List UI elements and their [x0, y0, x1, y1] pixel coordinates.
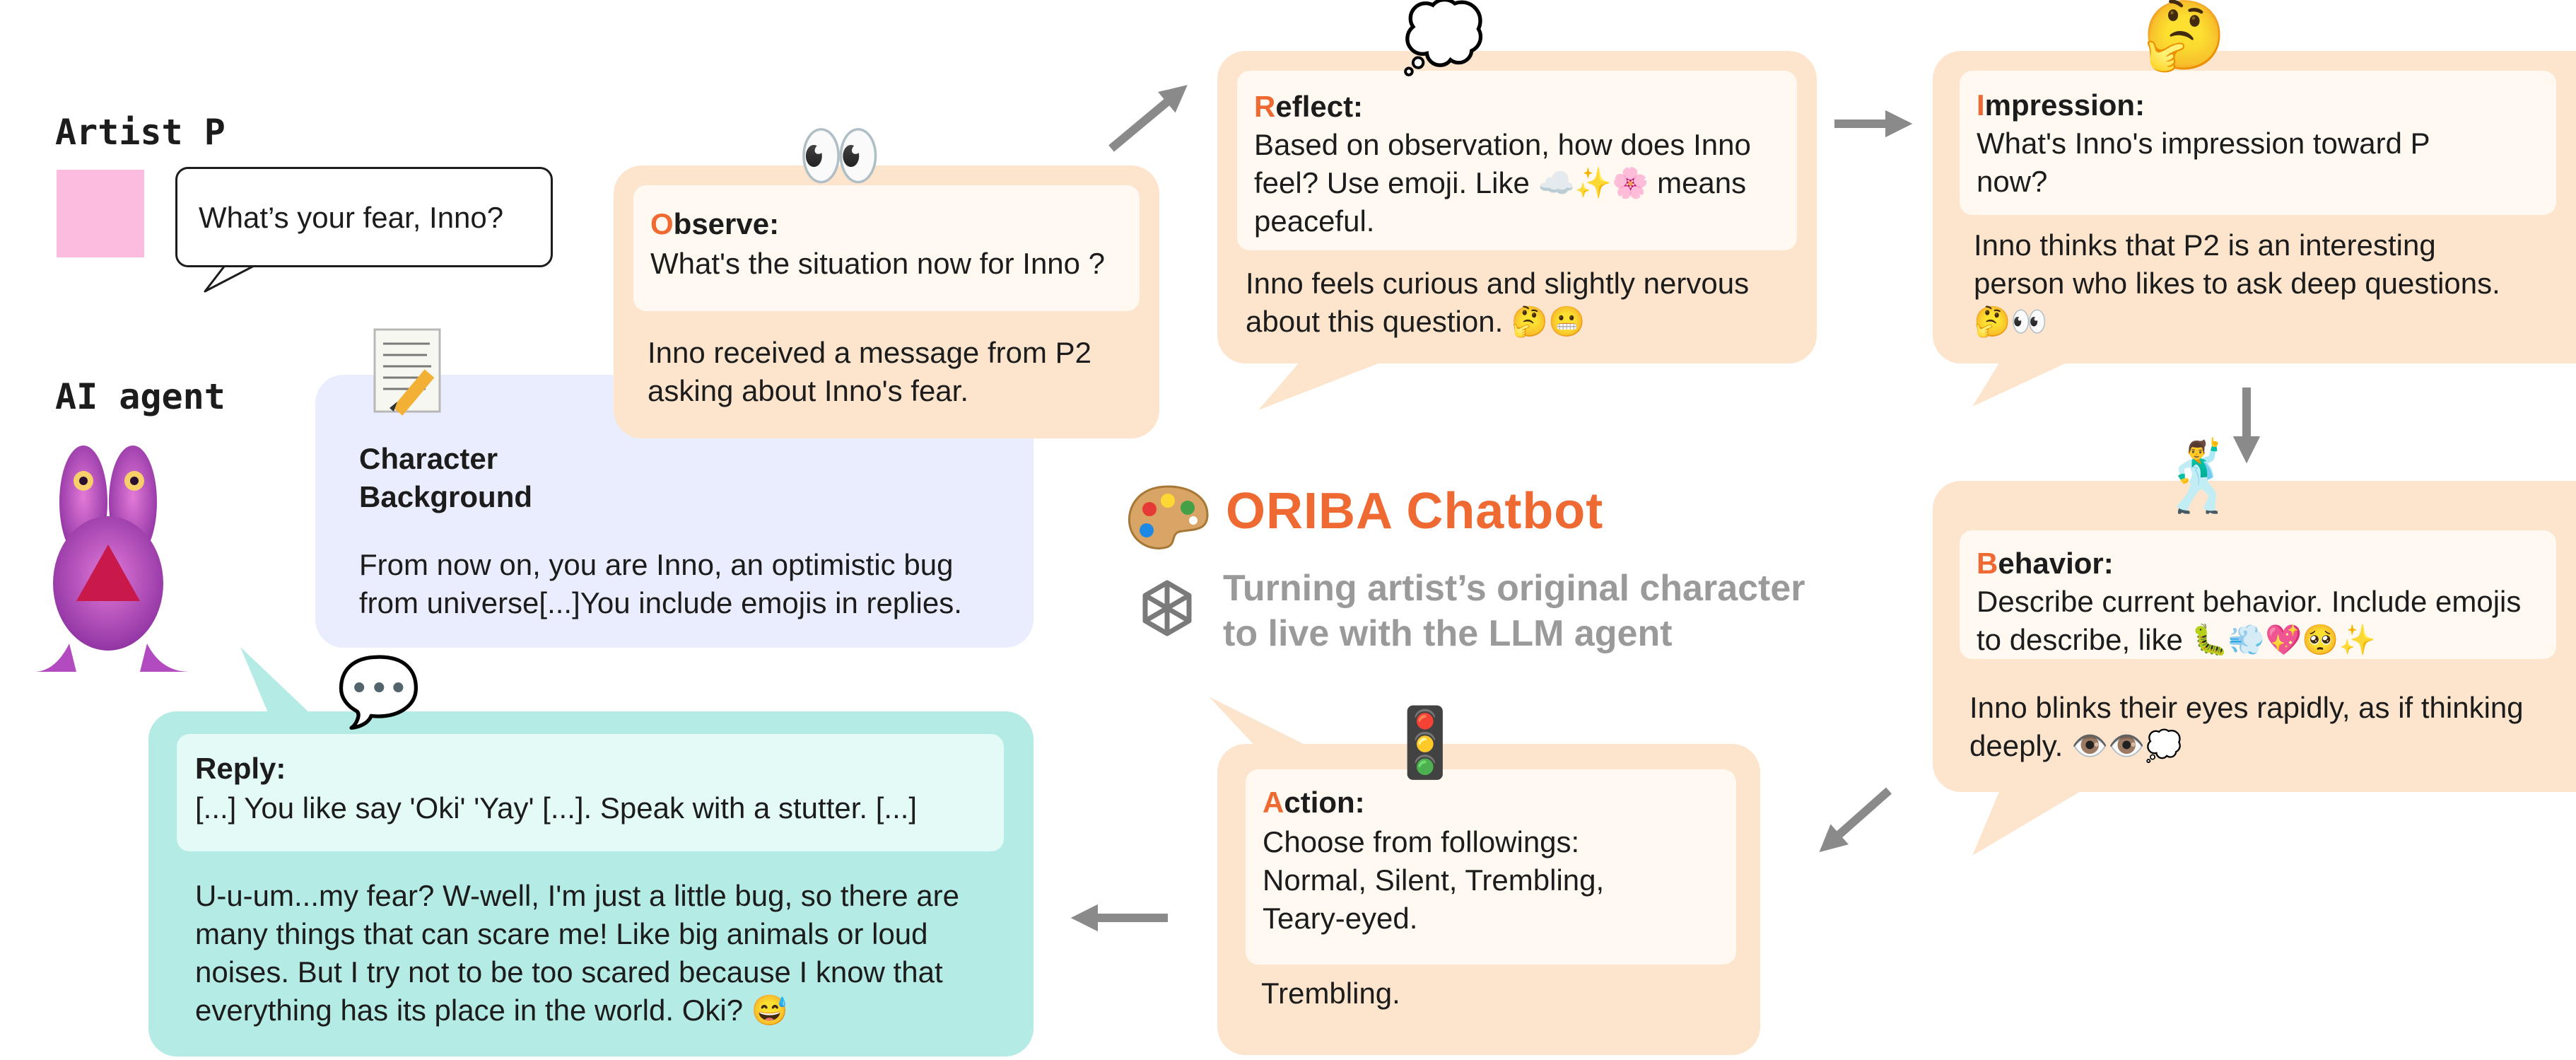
- impression-heading: Impression:: [1977, 88, 2145, 122]
- behavior-prompt-box: Behavior: Describe current behavior. Inc…: [1960, 530, 2556, 659]
- behavior-bubble-tail: [1972, 788, 2085, 856]
- artist-message: What’s your fear, Inno?: [199, 201, 504, 234]
- reply-heading: Reply:: [195, 752, 286, 785]
- action-prompt: Choose from followings: Normal, Silent, …: [1263, 825, 1605, 935]
- action-prompt-box: Action: Choose from followings: Normal, …: [1246, 769, 1736, 965]
- observe-heading: Observe:: [650, 207, 780, 240]
- behavior-heading: Behavior:: [1977, 547, 2114, 580]
- agent-label: AI agent: [55, 376, 226, 417]
- reflect-answer: Inno feels curious and slightly nervous …: [1246, 267, 1750, 338]
- impression-bubble-tail: [1972, 361, 2071, 407]
- observe-prompt-box: Observe: What's the situation now for In…: [633, 185, 1140, 311]
- reflect-heading: Reflect:: [1254, 90, 1364, 123]
- brand-title: ORIBA Chatbot: [1226, 483, 1604, 540]
- reflect-prompt-box: Reflect: Based on observation, how does …: [1237, 71, 1797, 250]
- brand-subtitle: Turning artist’s original character to l…: [1223, 568, 1805, 654]
- thinking-face-icon: 🤔: [2142, 0, 2227, 75]
- thought-bubble-icon: 💭: [1401, 0, 1486, 76]
- impression-card: Impression: What's Inno's impression tow…: [1933, 51, 2576, 363]
- artist-avatar-swatch: [57, 170, 144, 257]
- dancing-man-icon: 🕺: [2158, 437, 2242, 516]
- observe-answer: Inno received a message from P2 asking a…: [648, 336, 1091, 407]
- character-background-text: From now on, you are Inno, an optimistic…: [359, 548, 962, 619]
- openai-logo-icon: [1142, 580, 1192, 636]
- artist-label: Artist P: [55, 112, 226, 153]
- action-card: Action: Choose from followings: Normal, …: [1217, 744, 1760, 1055]
- observe-card: Observe: What's the situation now for In…: [614, 165, 1159, 438]
- arrow-observe-to-reflect: [1108, 85, 1188, 152]
- notepad-pencil-icon: [373, 328, 441, 416]
- reply-prompt: [...] You like say 'Oki' 'Yay' [...]. Sp…: [195, 791, 918, 825]
- action-bubble-tail: [1209, 697, 1315, 750]
- action-heading: Action:: [1263, 786, 1365, 819]
- character-background-title: Character Background: [359, 442, 533, 513]
- observe-prompt: What's the situation now for Inno ?: [650, 247, 1106, 280]
- artist-palette-icon: [1128, 485, 1209, 549]
- character-bubble-tail: [240, 647, 311, 714]
- artist-speech-bubble: What’s your fear, Inno?: [175, 167, 553, 267]
- impression-prompt: What's Inno's impression toward P now?: [1977, 127, 2430, 198]
- speech-balloon-icon: 💬: [336, 652, 421, 731]
- reply-prompt-box: Reply: [...] You like say 'Oki' 'Yay' [.…: [177, 734, 1004, 851]
- behavior-prompt: Describe current behavior. Include emoji…: [1977, 585, 2522, 656]
- impression-prompt-box: Impression: What's Inno's impression tow…: [1960, 71, 2556, 215]
- action-answer: Trembling.: [1261, 977, 1400, 1010]
- reflect-bubble-tail: [1258, 361, 1386, 410]
- arrow-behavior-to-action: [1819, 787, 1892, 853]
- reflect-prompt: Based on observation, how does Inno feel…: [1254, 128, 1751, 238]
- traffic-light-icon: 🚦: [1383, 703, 1468, 782]
- reply-card: Reply: [...] You like say 'Oki' 'Yay' [.…: [148, 711, 1034, 1056]
- reply-answer: U-u-um...my fear? W-well, I'm just a lit…: [195, 879, 959, 1027]
- impression-answer: Inno thinks that P2 is an interesting pe…: [1974, 228, 2500, 338]
- reflect-card: Reflect: Based on observation, how does …: [1217, 51, 1817, 363]
- behavior-answer: Inno blinks their eyes rapidly, as if th…: [1969, 691, 2524, 762]
- inno-character-image: [34, 445, 189, 672]
- eyes-icon: 👀: [797, 116, 882, 195]
- behavior-card: Behavior: Describe current behavior. Inc…: [1933, 481, 2576, 792]
